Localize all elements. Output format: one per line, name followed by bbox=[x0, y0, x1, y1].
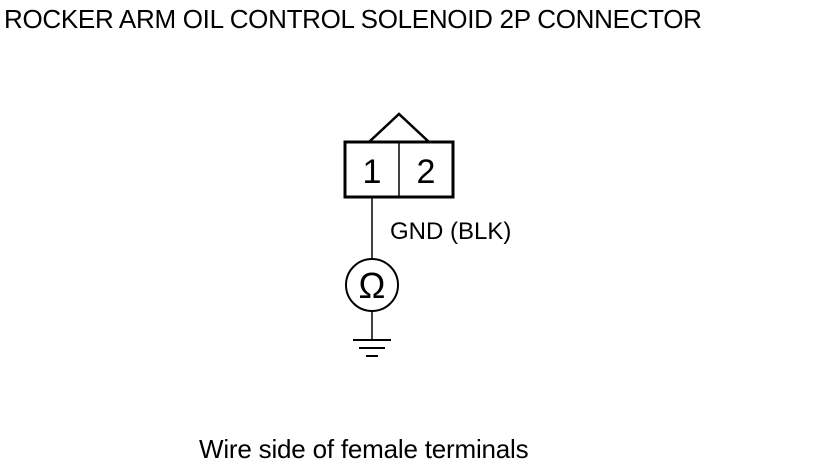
ground-icon bbox=[353, 339, 391, 357]
diagram-caption: Wire side of female terminals bbox=[199, 434, 529, 464]
terminal-1-label: 1 bbox=[363, 153, 382, 191]
ohm-symbol: Ω bbox=[359, 265, 386, 306]
wire-label: GND (BLK) bbox=[390, 218, 511, 245]
connector-lock-tab bbox=[368, 112, 430, 143]
connector-2p: 1 2 bbox=[343, 140, 455, 199]
terminal-2-label: 2 bbox=[417, 153, 436, 191]
ohmmeter-icon: Ω bbox=[345, 258, 399, 312]
diagram-title: ROCKER ARM OIL CONTROL SOLENOID 2P CONNE… bbox=[4, 4, 702, 34]
